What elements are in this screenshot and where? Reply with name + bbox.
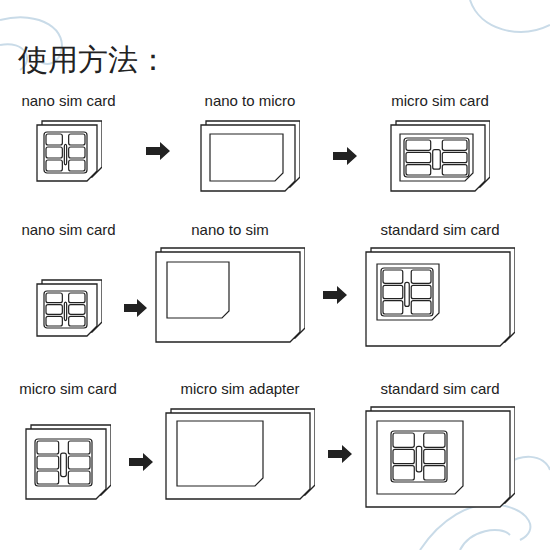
item-label: standard sim card bbox=[363, 380, 517, 398]
sim-card-drawing bbox=[200, 120, 300, 192]
sim-card-item: micro sim card bbox=[388, 92, 492, 192]
item-label: micro sim card bbox=[17, 380, 119, 398]
block-arrow bbox=[129, 453, 153, 471]
sim-card-item: micro sim adapter bbox=[163, 380, 317, 500]
sim-card-drawing bbox=[25, 424, 111, 500]
sim-card-drawing bbox=[165, 408, 315, 500]
sim-card-drawing bbox=[155, 247, 305, 343]
sim-card-item: micro sim card bbox=[17, 380, 119, 500]
item-label: standard sim card bbox=[363, 221, 517, 239]
sim-card-drawing bbox=[36, 120, 102, 182]
sim-card-drawing bbox=[36, 279, 102, 337]
sim-card-item: standard sim card bbox=[363, 380, 517, 508]
sim-card-item: nano to sim bbox=[153, 221, 307, 343]
page-title: 使用方法： bbox=[18, 40, 168, 81]
sim-card-item: nano sim card bbox=[19, 92, 118, 182]
block-arrow bbox=[323, 286, 347, 304]
item-label: micro sim adapter bbox=[163, 380, 317, 398]
item-label: nano sim card bbox=[19, 221, 118, 239]
sim-card-item: standard sim card bbox=[363, 221, 517, 347]
item-label: nano to micro bbox=[198, 92, 302, 110]
block-arrow bbox=[333, 147, 357, 165]
sim-card-item: nano sim card bbox=[19, 221, 118, 337]
sim-card-item: nano to micro bbox=[198, 92, 302, 192]
item-label: micro sim card bbox=[388, 92, 492, 110]
block-arrow bbox=[328, 445, 352, 463]
sim-card-drawing bbox=[390, 120, 490, 192]
block-arrow bbox=[124, 299, 147, 317]
item-label: nano sim card bbox=[19, 92, 118, 110]
sim-card-drawing bbox=[365, 247, 515, 347]
block-arrow bbox=[146, 142, 170, 160]
sim-card-drawing bbox=[365, 406, 515, 508]
item-label: nano to sim bbox=[153, 221, 307, 239]
